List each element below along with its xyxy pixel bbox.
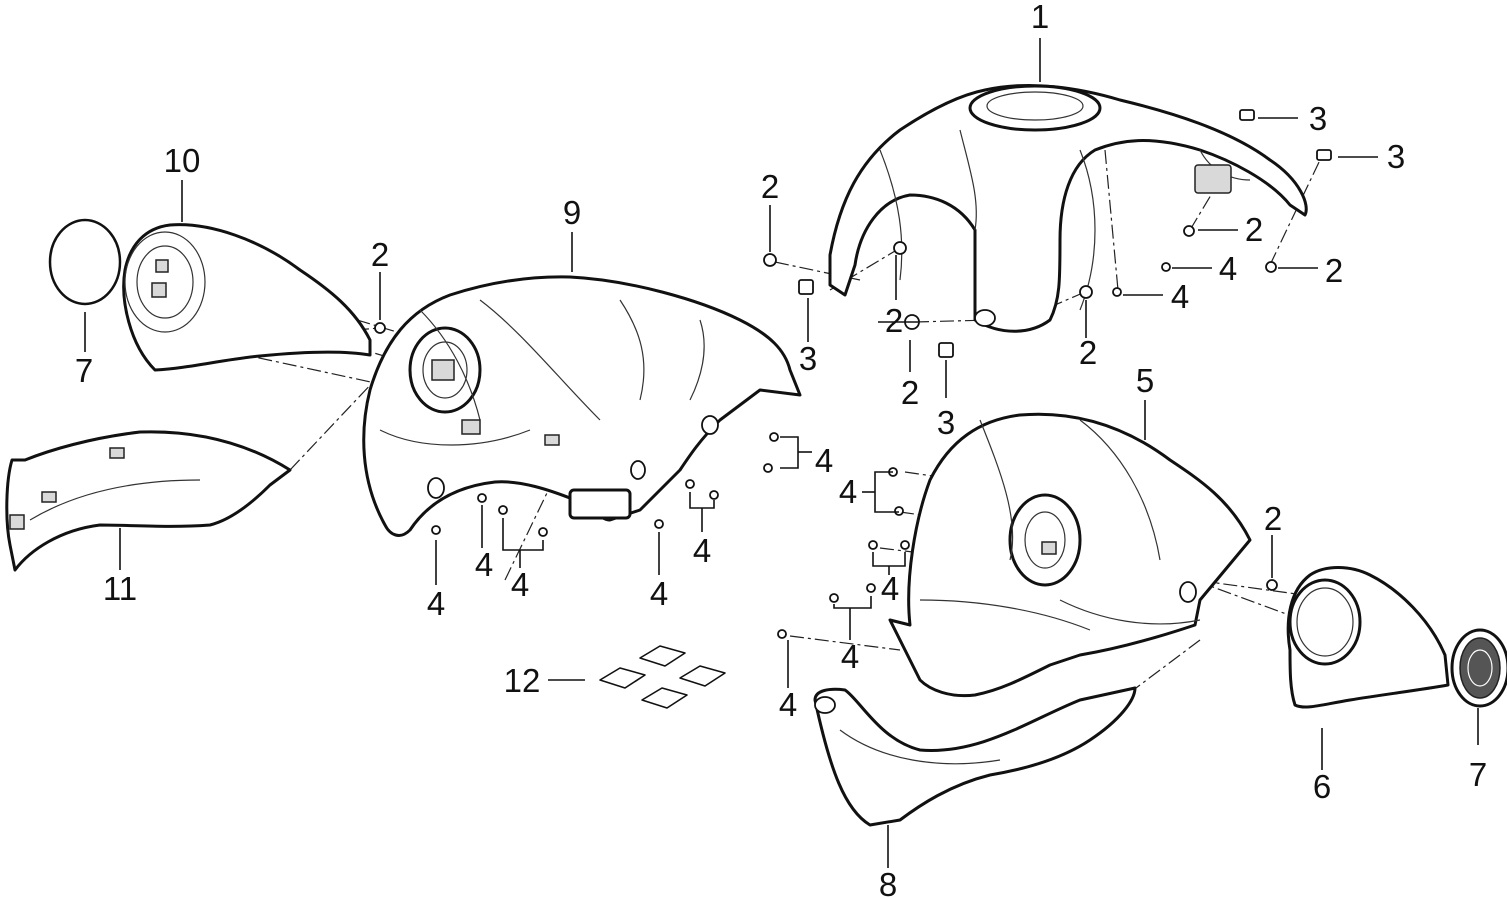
- part-10-left-side-cover: [122, 223, 372, 372]
- callout-4: 4: [475, 546, 493, 583]
- callout-4: 4: [841, 638, 859, 675]
- callout-4: 4: [427, 585, 445, 622]
- callout-6: 6: [1313, 768, 1331, 805]
- part-7-seal-ring-left: [48, 218, 122, 306]
- part-6-right-side-cover: [1286, 566, 1450, 709]
- callout-2: 2: [1079, 334, 1097, 371]
- callout-10: 10: [164, 142, 201, 179]
- part-5-right-tank-cover: [888, 412, 1252, 698]
- callout-7: 7: [75, 352, 93, 389]
- callout-3: 3: [937, 404, 955, 441]
- part-9-inner-cover: [362, 275, 802, 537]
- callout-7: 7: [1469, 756, 1487, 793]
- callout-2: 2: [901, 374, 919, 411]
- part-8-lower-right-trim: [813, 686, 1137, 827]
- callout-9: 9: [563, 194, 581, 231]
- callout-11: 11: [103, 570, 137, 607]
- callout-2: 2: [1325, 252, 1343, 289]
- callout-2: 2: [761, 168, 779, 205]
- callout-4: 4: [1219, 250, 1237, 287]
- callout-4: 4: [839, 473, 857, 510]
- callout-numbers: 1 3 3 2 2 4 2 4 2 3 2 2 3 5 10 9 2 7 11 …: [75, 0, 1487, 899]
- callout-4: 4: [815, 442, 833, 479]
- callout-4: 4: [511, 566, 529, 603]
- part-11-lower-left-trim: [5, 430, 292, 572]
- callout-3: 3: [799, 340, 817, 377]
- callout-3: 3: [1387, 138, 1405, 175]
- callout-8: 8: [879, 866, 897, 899]
- callout-4: 4: [881, 570, 899, 607]
- callout-2: 2: [885, 302, 903, 339]
- callout-2: 2: [371, 236, 389, 273]
- callout-12: 12: [504, 662, 541, 699]
- callout-2: 2: [1264, 500, 1282, 537]
- leader-lines: [84, 38, 1479, 868]
- hardware-fasteners: [374, 109, 1332, 639]
- callout-4: 4: [1171, 278, 1189, 315]
- callout-4: 4: [650, 575, 668, 612]
- callout-2: 2: [1245, 211, 1263, 248]
- part-7-emblem-right: [1450, 628, 1507, 708]
- part-1-upper-tank-cover: [828, 83, 1308, 333]
- callout-4: 4: [693, 532, 711, 569]
- callout-1: 1: [1031, 0, 1049, 35]
- callout-5: 5: [1136, 362, 1154, 399]
- callout-3: 3: [1309, 100, 1327, 137]
- callout-4: 4: [779, 686, 797, 723]
- part-12-pads: [599, 645, 726, 709]
